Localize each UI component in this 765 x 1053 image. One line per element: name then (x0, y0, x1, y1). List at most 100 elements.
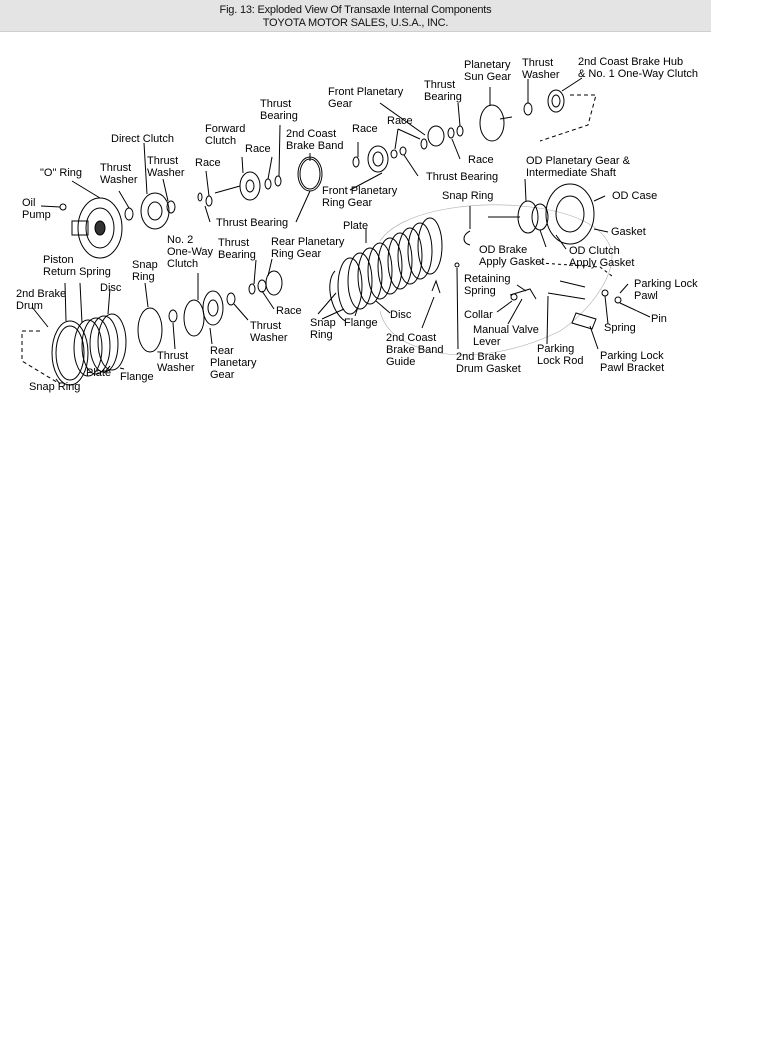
label-rear-planetary-line3: Gear (210, 369, 235, 381)
oil-pump-shape (71, 197, 123, 259)
label-brake-drum-line1: 2nd Brake (16, 288, 67, 300)
label-disc-a: Disc (100, 282, 122, 294)
label-direct-clutch: Direct Clutch (111, 133, 174, 145)
label-band-guide-line3: Guide (386, 356, 416, 368)
label-pawl-bracket-line2: Pawl Bracket (600, 362, 665, 374)
label-od-case: OD Case (612, 190, 658, 202)
rear-planetary-shape (183, 290, 236, 337)
label-pawl-bracket-line1: Parking Lock (600, 350, 664, 362)
label-snap-ring-d: Snap Ring (29, 381, 81, 393)
label-race-d: Race (387, 115, 413, 127)
label-rear-ring-gear-line2: Ring Gear (271, 248, 322, 260)
label-thrust-bearing-a-line2: Bearing (260, 110, 298, 122)
label-piston-spring-line1: Piston (43, 254, 74, 266)
label-rear-planetary-line2: Planetary (210, 357, 257, 369)
coast-brake-band-shape (297, 156, 323, 192)
label-lock-rod-line2: Lock Rod (537, 355, 584, 367)
label-drum-gasket-line2: Drum Gasket (456, 363, 521, 375)
clutch-pack-a-shape (73, 313, 127, 377)
forward-clutch-shape (214, 171, 282, 201)
label-race-c: Race (352, 123, 378, 135)
label-race-b: Race (245, 143, 271, 155)
label-parking-pawl-line1: Parking Lock (634, 278, 698, 290)
label-snap-ring-a: Snap Ring (442, 190, 494, 202)
label-thrust-washer-d-line2: Washer (250, 332, 288, 344)
label-thrust-washer-d-line1: Thrust (250, 320, 282, 332)
label-coast-brake-band-line2: Brake Band (286, 140, 344, 152)
label-snap-ring-b-line2: Ring (132, 271, 155, 283)
label-thrust-washer-e-line2: Washer (157, 362, 195, 374)
label-retaining-spring-line1: Retaining (464, 273, 511, 285)
label-collar: Collar (464, 309, 493, 321)
label-no2-clutch-line1: No. 2 (167, 234, 194, 246)
sun-gear-shape (479, 104, 513, 142)
label-od-brake-gasket-line1: OD Brake (479, 244, 528, 256)
label-thrust-bearing-e-line2: Bearing (218, 249, 256, 261)
label-od-planetary-line2: Intermediate Shaft (526, 167, 616, 179)
label-thrust-bearing-e-line1: Thrust (218, 237, 250, 249)
label-planetary-sun-gear-line1: Planetary (464, 59, 511, 71)
label-thrust-washer-c-line1: Thrust (522, 57, 554, 69)
label-thrust-washer-a-line1: Thrust (100, 162, 132, 174)
label-lock-rod-line1: Parking (537, 343, 575, 355)
label-thrust-washer-a-line2: Washer (100, 174, 138, 186)
label-thrust-bearing-c: Thrust Bearing (426, 171, 499, 183)
exploded-view-diagram: "O" Ring Oil Pump Thrust Washer Direct C… (0, 31, 765, 411)
label-thrust-bearing-b-line2: Bearing (424, 91, 462, 103)
label-manual-valve-line1: Manual Valve (473, 324, 539, 336)
label-drum-gasket-line1: 2nd Brake (456, 351, 507, 363)
label-plate-a: Plate (343, 220, 369, 232)
label-od-brake-gasket-line2: Apply Gasket (479, 256, 545, 268)
label-pin: Pin (651, 313, 667, 325)
label-thrust-bearing-b-line1: Thrust (424, 79, 456, 91)
label-rear-ring-gear-line1: Rear Planetary (271, 236, 345, 248)
label-forward-clutch-line1: Forward (205, 123, 246, 135)
label-disc-b: Disc (390, 309, 412, 321)
label-front-ring-gear-line1: Front Planetary (322, 185, 398, 197)
label-rear-planetary-line1: Rear (210, 345, 234, 357)
label-coast-brake-band-line1: 2nd Coast (286, 128, 337, 140)
label-thrust-washer-b-line2: Washer (147, 167, 185, 179)
label-band-guide-line1: 2nd Coast (386, 332, 437, 344)
figure-credit: TOYOTA MOTOR SALES, U.S.A., INC. (262, 17, 449, 29)
label-flange-b: Flange (120, 371, 154, 383)
label-snap-ring-c-line2: Ring (310, 329, 333, 341)
label-thrust-washer-e-line1: Thrust (157, 350, 189, 362)
label-retaining-spring-line2: Spring (464, 285, 496, 297)
label-front-ring-gear-line2: Ring Gear (322, 197, 373, 209)
label-no2-clutch-line2: One-Way (167, 246, 214, 258)
label-manual-valve-line2: Lever (473, 336, 501, 348)
title-bar-margin (711, 0, 765, 31)
label-gasket: Gasket (611, 226, 646, 238)
figure-title-bar: Fig. 13: Exploded View Of Transaxle Inte… (0, 0, 711, 32)
label-brake-drum-line2: Drum (16, 300, 43, 312)
parking-lock-shape (509, 262, 622, 330)
brake-drum-shape (51, 320, 89, 386)
label-thrust-washer-c-line2: Washer (522, 69, 560, 81)
label-od-clutch-gasket-line2: Apply Gasket (569, 257, 635, 269)
label-coast-brake-hub-line2: & No. 1 One-Way Clutch (578, 68, 699, 80)
front-planetary-shape (352, 145, 407, 173)
label-snap-ring-b-line1: Snap (132, 259, 158, 271)
label-band-guide-line2: Brake Band (386, 344, 444, 356)
figure-caption: Fig. 13: Exploded View Of Transaxle Inte… (219, 4, 492, 16)
coast-brake-hub-shape (547, 89, 565, 113)
label-plate-b: Plate (86, 367, 112, 379)
component-drawing (21, 77, 651, 386)
label-thrust-washer-b-line1: Thrust (147, 155, 179, 167)
label-parking-pawl-line2: Pawl (634, 290, 658, 302)
label-race-f: Race (276, 305, 302, 317)
label-thrust-bearing-a-line1: Thrust (260, 98, 292, 110)
label-planetary-sun-gear-line2: Sun Gear (464, 71, 512, 83)
label-od-clutch-gasket-line1: OD Clutch (569, 245, 620, 257)
label-front-planetary-gear-line2: Gear (328, 98, 353, 110)
label-flange-a: Flange (344, 317, 378, 329)
label-od-planetary-line1: OD Planetary Gear & (526, 155, 630, 167)
label-no2-clutch-line3: Clutch (167, 258, 199, 270)
label-race-e: Race (468, 154, 494, 166)
direct-clutch-shape (140, 192, 176, 230)
label-o-ring: "O" Ring (40, 167, 83, 179)
label-oil-pump-line2: Pump (22, 209, 51, 221)
clutch-pack-b-shape (337, 217, 443, 315)
od-case-shape (545, 183, 595, 245)
